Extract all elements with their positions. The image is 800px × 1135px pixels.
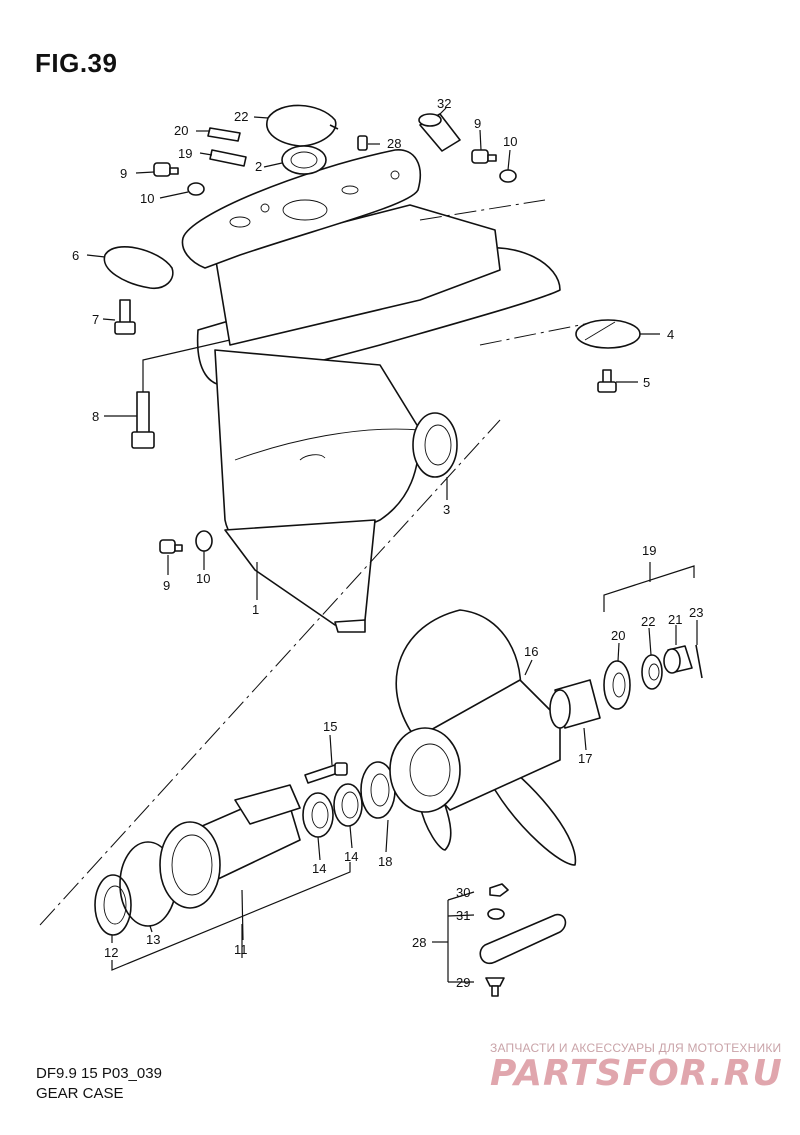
part-25-key[interactable]: [207, 127, 241, 142]
callout-27: 22: [234, 109, 248, 124]
part-30-nut[interactable]: [489, 883, 509, 897]
callout-2: 2: [255, 159, 262, 174]
caption-code: DF9.9 15 P03_039: [36, 1065, 162, 1082]
callout-9-b: 9: [474, 116, 481, 131]
part-11-bearing-housing[interactable]: [159, 784, 301, 909]
part-9-screw-top-right[interactable]: [471, 149, 497, 164]
part-6-cover[interactable]: [103, 246, 174, 290]
callout-12: 12: [104, 945, 118, 960]
callout-8: 8: [92, 409, 99, 424]
part-5-bolt[interactable]: [597, 369, 617, 393]
part-14-seal-a[interactable]: [302, 792, 334, 838]
leader-lines: [86, 107, 698, 983]
part-4-anode[interactable]: [575, 319, 641, 349]
part-31-washer[interactable]: [487, 908, 505, 920]
callout-32: 32: [437, 96, 451, 111]
callout-30: 30: [456, 885, 470, 900]
part-23-cotter-pin[interactable]: [695, 644, 703, 679]
watermark-logo: PARTSFOR.RU: [490, 1053, 783, 1094]
callout-23: 23: [689, 605, 703, 620]
part-10-washer-top-left[interactable]: [187, 182, 205, 196]
callout-17: 17: [578, 751, 592, 766]
part-18-seal[interactable]: [360, 761, 396, 819]
callout-19: 19: [642, 543, 656, 558]
watermark-tagline: ЗАПЧАСТИ И АКСЕССУАРЫ ДЛЯ МОТОТЕХНИКИ: [490, 1041, 782, 1055]
callout-5: 5: [643, 375, 650, 390]
part-9-screw-top-left[interactable]: [153, 162, 179, 177]
part-7-bolt[interactable]: [114, 299, 136, 335]
callout-13: 13: [146, 932, 160, 947]
callout-10-b: 10: [503, 134, 517, 149]
gear-case-housing[interactable]: [181, 149, 561, 633]
callout-11: 11: [234, 942, 248, 957]
callout-7: 7: [92, 312, 99, 327]
part-8-bolt[interactable]: [131, 391, 155, 449]
part-21-nut[interactable]: [663, 645, 693, 674]
part-10-washer-top-right[interactable]: [499, 169, 517, 183]
callout-4: 4: [667, 327, 674, 342]
callout-29: 29: [456, 975, 470, 990]
part-9-screw-mid[interactable]: [159, 539, 183, 554]
callout-22: 22: [641, 614, 655, 629]
part-12-bearing[interactable]: [94, 874, 132, 936]
callout-14-a: 14: [312, 861, 326, 876]
part-15-bolt[interactable]: [304, 762, 348, 784]
callout-6: 6: [72, 248, 79, 263]
callout-31: 31: [456, 908, 470, 923]
part-20-washer[interactable]: [603, 660, 631, 710]
callout-10-a: 10: [140, 191, 154, 206]
callout-21: 21: [668, 612, 682, 627]
part-10-washer-mid[interactable]: [195, 530, 213, 552]
part-27-snap-ring[interactable]: [266, 104, 339, 147]
callout-labels: 22 20 19 2 28 32 9 10 9 10 6 7 8 4 5 3 9…: [72, 96, 703, 990]
callout-20: 20: [611, 628, 625, 643]
callout-14-b: 14: [344, 849, 358, 864]
part-17-spacer[interactable]: [549, 679, 601, 729]
callout-24: 19: [178, 146, 192, 161]
part-29-screw[interactable]: [485, 977, 505, 997]
callout-26: 28: [387, 136, 401, 151]
part-14-seal-b[interactable]: [333, 783, 363, 827]
caption-name: GEAR CASE: [36, 1085, 124, 1102]
callout-25: 20: [174, 123, 188, 138]
callout-16: 16: [524, 644, 538, 659]
part-24-key[interactable]: [209, 149, 247, 167]
part-3-bearing[interactable]: [412, 412, 458, 478]
callout-15: 15: [323, 719, 337, 734]
part-16-propeller[interactable]: [389, 609, 577, 866]
part-28-plate[interactable]: [479, 913, 567, 965]
callout-10-c: 10: [196, 571, 210, 586]
part-2-bearing[interactable]: [281, 145, 327, 175]
callout-18: 18: [378, 854, 392, 869]
figure-title: FIG.39: [35, 48, 118, 78]
callout-1: 1: [252, 602, 259, 617]
part-32-plug[interactable]: [418, 113, 461, 152]
part-26-pin[interactable]: [357, 135, 368, 151]
callout-3: 3: [443, 502, 450, 517]
callout-28: 28: [412, 935, 426, 950]
callout-9-a: 9: [120, 166, 127, 181]
callout-9-c: 9: [163, 578, 170, 593]
part-22-washer[interactable]: [641, 654, 663, 690]
